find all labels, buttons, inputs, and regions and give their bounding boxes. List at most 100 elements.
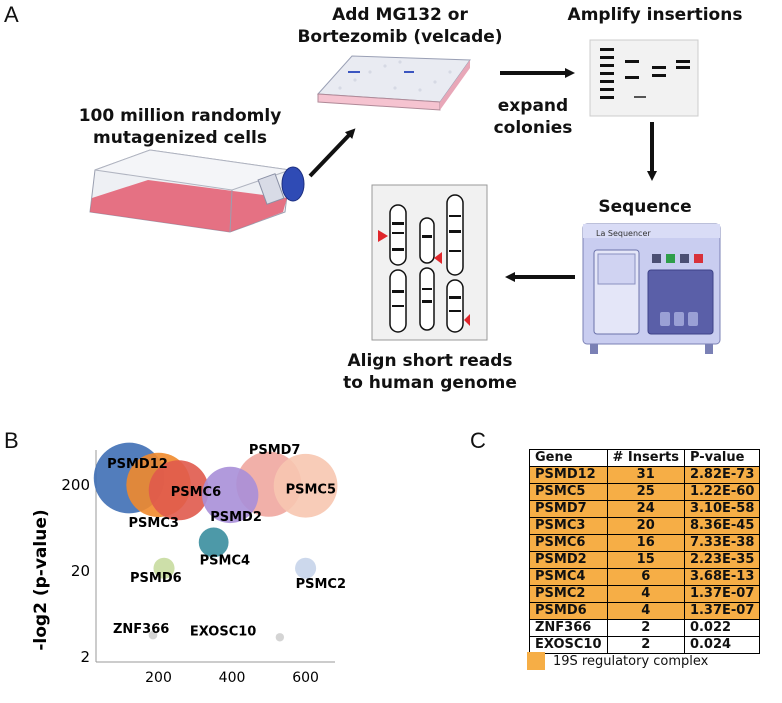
x-tick-label: 200 bbox=[145, 670, 172, 686]
step-align-line-1: Align short reads bbox=[347, 351, 513, 371]
table-legend: 19S regulatory complex bbox=[527, 652, 708, 670]
sequencer-label: La Sequencer bbox=[596, 229, 651, 238]
chromosome-icon bbox=[371, 184, 488, 341]
step-add-line-2: Bortezomib (velcade) bbox=[297, 27, 503, 47]
table-cell-inserts: 25 bbox=[606, 483, 685, 501]
table-cell-pvalue: 1.22E-60 bbox=[683, 483, 761, 501]
data-point bbox=[275, 633, 285, 642]
table-cell-gene: PSMD2 bbox=[529, 551, 608, 569]
table-cell-pvalue: 0.022 bbox=[683, 619, 761, 637]
step-amplify-label: Amplify insertions bbox=[567, 5, 743, 25]
step-sequence-label: Sequence bbox=[598, 197, 692, 217]
panel-label-a: A bbox=[4, 2, 19, 27]
point-label: PSMC4 bbox=[200, 553, 250, 568]
panel-label-c: C bbox=[470, 428, 486, 453]
table-cell-gene: PSMC2 bbox=[529, 585, 608, 603]
point-label: PSMD2 bbox=[210, 510, 262, 525]
workflow-diagram: La Sequencer bbox=[89, 39, 721, 354]
header-gene: Gene bbox=[529, 449, 608, 467]
point-label: PSMD7 bbox=[249, 443, 301, 458]
step-align-label: Align short reads to human genome bbox=[320, 350, 540, 394]
table-cell-pvalue: 2.23E-35 bbox=[683, 551, 761, 569]
table-cell-gene: ZNF366 bbox=[529, 619, 608, 637]
step-cells-label: 100 million randomly mutagenized cells bbox=[78, 106, 282, 148]
panel-label-b: B bbox=[4, 428, 19, 453]
point-label: PSMC3 bbox=[129, 516, 179, 531]
step-expand-line-2: colonies bbox=[493, 118, 573, 138]
arrow-cells-to-plate bbox=[308, 128, 356, 178]
y-tick-label: 2 bbox=[80, 648, 90, 666]
table-cell-gene: PSMC4 bbox=[529, 568, 608, 586]
y-tick-label: 200 bbox=[61, 476, 90, 494]
well-plate-icon bbox=[316, 55, 471, 111]
table-cell-gene: PSMC6 bbox=[529, 534, 608, 552]
data-point bbox=[198, 527, 229, 558]
point-label: PSMC2 bbox=[296, 577, 346, 592]
point-label: PSMC5 bbox=[286, 483, 336, 498]
table-cell-inserts: 6 bbox=[606, 568, 685, 586]
point-label: PSMD6 bbox=[130, 571, 182, 586]
data-point bbox=[148, 630, 158, 640]
data-point bbox=[148, 460, 209, 521]
step-align-line-2: to human genome bbox=[343, 373, 517, 393]
data-point bbox=[202, 466, 259, 524]
point-label: ZNF366 bbox=[113, 622, 169, 637]
data-point bbox=[153, 557, 175, 579]
table-cell-gene: PSMD7 bbox=[529, 500, 608, 518]
header-inserts: # Inserts bbox=[606, 449, 685, 467]
table-cell-gene: PSMD6 bbox=[529, 602, 608, 620]
table-cell-gene: PSMD12 bbox=[529, 466, 608, 484]
table-cell-inserts: 2 bbox=[606, 636, 685, 654]
table-cell-pvalue: 7.33E-38 bbox=[683, 534, 761, 552]
x-tick-label: 600 bbox=[292, 670, 319, 686]
step-expand-label: expand colonies bbox=[478, 95, 588, 139]
table-cell-inserts: 15 bbox=[606, 551, 685, 569]
cell-flask-icon bbox=[89, 149, 305, 233]
table-cell-pvalue: 0.024 bbox=[683, 636, 761, 654]
y-axis-label: -log2 (p-value) bbox=[31, 509, 51, 650]
table-cell-gene: PSMC3 bbox=[529, 517, 608, 535]
y-tick-label: 20 bbox=[71, 562, 90, 580]
table-cell-pvalue: 3.10E-58 bbox=[683, 500, 761, 518]
data-point bbox=[273, 453, 338, 518]
table-cell-inserts: 16 bbox=[606, 534, 685, 552]
point-label: EXOSC10 bbox=[190, 624, 257, 639]
table-cell-pvalue: 1.37E-07 bbox=[683, 602, 761, 620]
table-cell-inserts: 4 bbox=[606, 602, 685, 620]
table-cell-pvalue: 8.36E-45 bbox=[683, 517, 761, 535]
table-cell-inserts: 20 bbox=[606, 517, 685, 535]
header-pvalue: P-value bbox=[683, 449, 761, 467]
data-point bbox=[295, 557, 317, 579]
table-cell-gene: EXOSC10 bbox=[529, 636, 608, 654]
table-cell-inserts: 2 bbox=[606, 619, 685, 637]
table-cell-inserts: 24 bbox=[606, 500, 685, 518]
point-label: PSMD12 bbox=[107, 457, 168, 472]
point-label: PSMC6 bbox=[171, 485, 221, 500]
table-cell-pvalue: 1.37E-07 bbox=[683, 585, 761, 603]
step-add-line-1: Add MG132 or bbox=[332, 5, 468, 25]
table-cell-pvalue: 2.82E-73 bbox=[683, 466, 761, 484]
legend-label: 19S regulatory complex bbox=[553, 653, 709, 669]
sequencer-icon: La Sequencer bbox=[582, 223, 721, 354]
table-cell-inserts: 4 bbox=[606, 585, 685, 603]
gel-icon bbox=[589, 39, 699, 117]
legend-swatch bbox=[527, 652, 545, 670]
step-add-label: Add MG132 or Bortezomib (velcade) bbox=[290, 4, 510, 48]
table-cell-pvalue: 3.68E-13 bbox=[683, 568, 761, 586]
step-expand-line-1: expand bbox=[497, 96, 569, 116]
x-tick-label: 400 bbox=[219, 670, 246, 686]
